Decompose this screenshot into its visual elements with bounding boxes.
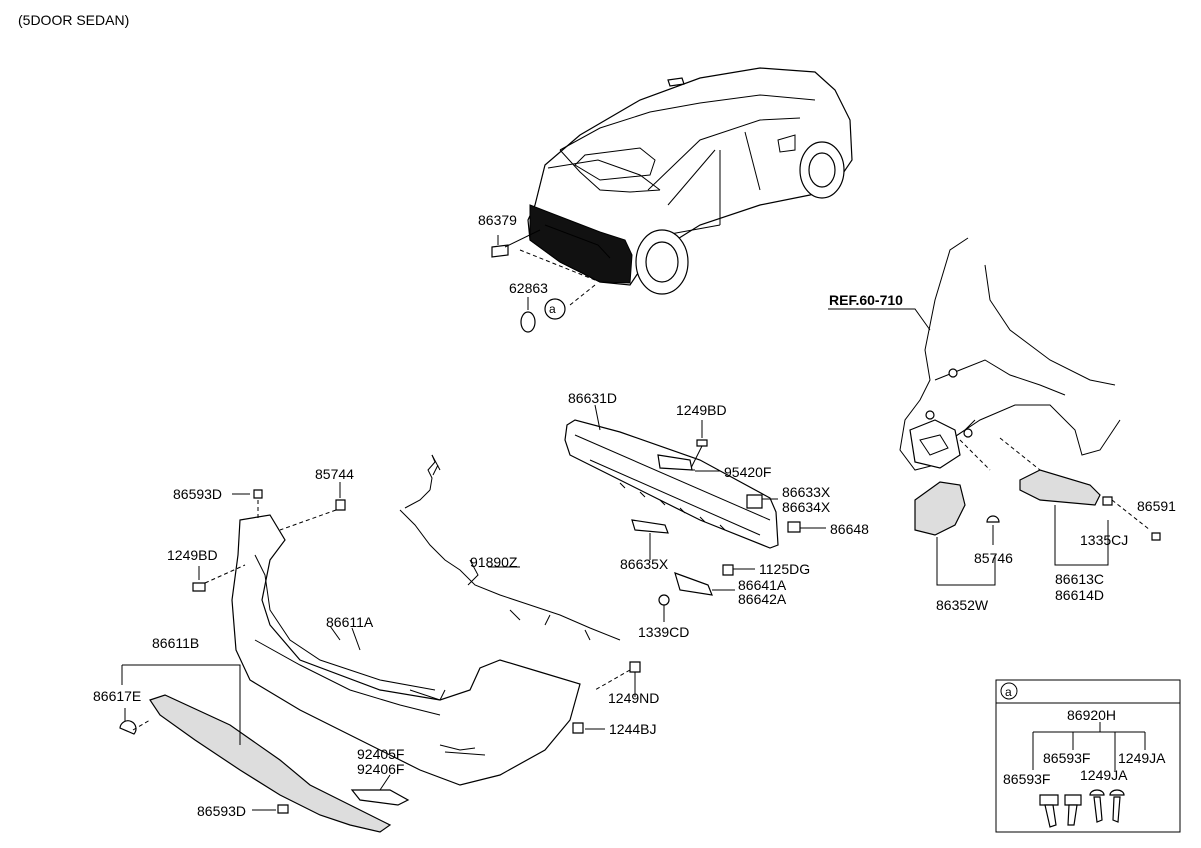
part-86591-shape <box>1151 532 1161 541</box>
label-86593D-bot: 86593D <box>197 803 247 819</box>
label-86635X: 86635X <box>620 556 669 572</box>
label-86642A: 86642A <box>738 591 787 607</box>
inset-bolt-86593F-a <box>1039 794 1059 806</box>
fender-illustration <box>828 237 1121 471</box>
part-62863-shape <box>520 311 536 333</box>
label-1249ND: 1249ND <box>608 690 660 706</box>
label-86617E: 86617E <box>93 688 142 704</box>
inset-label-1249JA-a: 1249JA <box>1080 767 1128 783</box>
label-1249BD-left: 1249BD <box>167 547 218 563</box>
inset-box <box>995 679 1181 833</box>
part-86641A-shape <box>674 572 713 596</box>
callout-a-marker <box>544 298 566 320</box>
part-1249ND-shape <box>629 661 641 673</box>
callout-a-letter: a <box>549 302 556 316</box>
inset-label-86593F-a: 86593F <box>1003 771 1051 787</box>
label-95420F: 95420F <box>724 464 772 480</box>
part-86611A-shape <box>231 514 581 786</box>
part-85744-shape <box>335 499 346 511</box>
label-86614D: 86614D <box>1055 587 1105 603</box>
label-86633X: 86633X <box>782 484 831 500</box>
label-92405F: 92405F <box>357 746 405 762</box>
inset-bolt-1249JA-b <box>1109 789 1125 796</box>
part-86593D-bot-shape <box>277 804 289 814</box>
part-1249BD-left-shape <box>192 582 206 592</box>
car-illustration <box>527 67 853 295</box>
label-1125DG: 1125DG <box>759 561 811 577</box>
inset-bolt-1249JA-a <box>1089 789 1105 796</box>
label-1244BJ: 1244BJ <box>609 721 657 737</box>
label-91890Z: 91890Z <box>470 554 518 570</box>
part-86631D-shape <box>564 419 779 549</box>
diagram-title: (5DOOR SEDAN) <box>18 12 130 28</box>
label-86611A: 86611A <box>326 614 374 630</box>
inset-title-86920H: 86920H <box>1067 707 1117 723</box>
part-86617E-shape <box>119 720 137 735</box>
part-85746-shape <box>986 515 1000 523</box>
inset-marker-letter: a <box>1005 685 1012 699</box>
part-86635X-shape <box>631 519 669 534</box>
label-86379: 86379 <box>478 212 517 228</box>
label-86634X: 86634X <box>782 499 831 515</box>
label-86613C: 86613C <box>1055 571 1105 587</box>
part-86379-shape <box>491 244 509 258</box>
part-1335CJ-shape <box>1102 496 1113 506</box>
label-86631D: 86631D <box>568 390 618 406</box>
inset-marker-circle <box>1000 682 1018 700</box>
part-86352W-shape <box>914 481 966 536</box>
label-1335CJ: 1335CJ <box>1080 532 1129 548</box>
part-86633X-shape <box>746 494 763 509</box>
inset-label-1249JA-b: 1249JA <box>1118 750 1166 766</box>
inset-bolt-86593F-b <box>1064 794 1082 806</box>
part-86613C-shape <box>1019 469 1101 506</box>
part-86593D-top-shape <box>253 489 263 499</box>
label-86641A: 86641A <box>738 577 787 593</box>
label-62863: 62863 <box>509 280 548 296</box>
inset-label-86593F-b: 86593F <box>1043 750 1091 766</box>
label-86593D-top: 86593D <box>173 486 223 502</box>
part-86611B-shape <box>149 694 392 833</box>
label-1249BD-top: 1249BD <box>676 402 727 418</box>
label-85746: 85746 <box>974 550 1013 566</box>
part-1125DG-shape <box>722 564 734 576</box>
label-86611B: 86611B <box>152 635 200 651</box>
label-85744: 85744 <box>315 466 354 482</box>
ref-label: REF.60-710 <box>829 292 903 308</box>
label-86648: 86648 <box>830 521 869 537</box>
part-92405F-shape <box>350 789 410 806</box>
part-1339CD-shape <box>658 594 670 606</box>
label-92406F: 92406F <box>357 761 405 777</box>
label-1339CD: 1339CD <box>638 624 690 640</box>
label-86352W: 86352W <box>936 597 989 613</box>
part-86648-shape <box>787 521 801 533</box>
label-86591: 86591 <box>1137 498 1176 514</box>
part-1244BJ-shape <box>572 722 584 734</box>
